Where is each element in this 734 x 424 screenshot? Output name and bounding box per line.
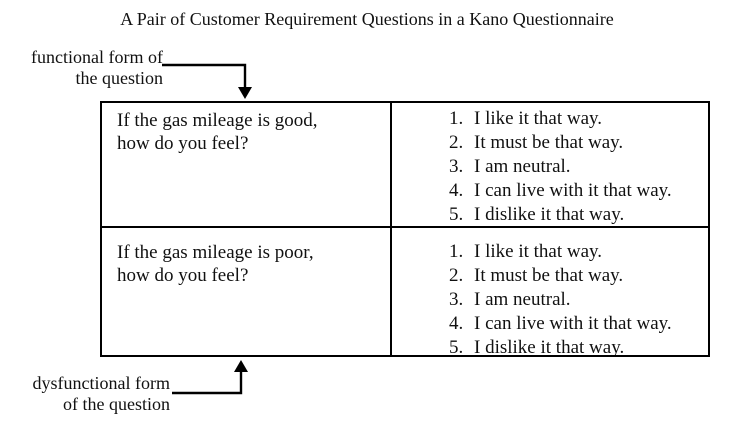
- option-text: I am neutral.: [474, 289, 571, 310]
- question-line: how do you feel?: [117, 133, 249, 154]
- option-number: 4.: [449, 313, 464, 334]
- dysfunctional-form-label-line1: dysfunctional form: [32, 373, 170, 393]
- option-text: I like it that way.: [474, 241, 603, 262]
- option-item: 1. I like it that way.: [449, 107, 704, 131]
- option-item: 5. I dislike it that way.: [449, 336, 704, 355]
- question-line: how do you feel?: [117, 265, 249, 286]
- option-number: 2.: [449, 132, 464, 153]
- option-item: 2. It must be that way.: [449, 131, 704, 155]
- option-item: 1. I like it that way.: [449, 240, 704, 264]
- option-number: 5.: [449, 204, 464, 225]
- option-item: 5. I dislike it that way.: [449, 203, 704, 226]
- option-number: 3.: [449, 156, 464, 177]
- dysfunctional-options-cell: 1. I like it that way. 2. It must be that …: [390, 226, 708, 355]
- option-item: 4. I can live with it that way.: [449, 179, 704, 203]
- option-number: 3.: [449, 289, 464, 310]
- option-number: 4.: [449, 180, 464, 201]
- functional-question-cell: If the gas mileage is good, how do you f…: [102, 103, 390, 226]
- option-text: I can live with it that way.: [474, 313, 672, 334]
- functional-options-cell: 1. I like it that way. 2. It must be that …: [390, 103, 708, 226]
- option-text: I dislike it that way.: [474, 204, 625, 225]
- option-item: 2. It must be that way.: [449, 264, 704, 288]
- question-line: If the gas mileage is good,: [117, 110, 318, 131]
- option-text: I dislike it that way.: [474, 337, 625, 355]
- option-number: 5.: [449, 337, 464, 355]
- functional-form-label-line1: functional form of: [31, 47, 163, 67]
- option-number: 1.: [449, 108, 464, 129]
- questionnaire-table: If the gas mileage is good, how do you f…: [100, 101, 710, 357]
- option-number: 1.: [449, 241, 464, 262]
- question-line: If the gas mileage is poor,: [117, 242, 314, 263]
- option-number: 2.: [449, 265, 464, 286]
- dysfunctional-form-arrow-icon: [172, 360, 248, 395]
- functional-form-label-line2: the question: [75, 68, 164, 88]
- option-text: I am neutral.: [474, 156, 571, 177]
- option-item: 3. I am neutral.: [449, 288, 704, 312]
- option-item: 4. I can live with it that way.: [449, 312, 704, 336]
- dysfunctional-form-label-line2: of the question: [63, 394, 170, 414]
- figure-title: A Pair of Customer Requirement Questions…: [120, 9, 614, 29]
- option-item: 3. I am neutral.: [449, 155, 704, 179]
- functional-form-arrow-icon: [162, 63, 252, 99]
- functional-form-label: functional form of the question: [10, 47, 163, 89]
- dysfunctional-form-label: dysfunctional form of the question: [10, 373, 170, 415]
- option-text: It must be that way.: [474, 132, 624, 153]
- dysfunctional-question-cell: If the gas mileage is poor, how do you f…: [102, 226, 390, 355]
- option-text: I can live with it that way.: [474, 180, 672, 201]
- option-text: It must be that way.: [474, 265, 624, 286]
- option-text: I like it that way.: [474, 108, 603, 129]
